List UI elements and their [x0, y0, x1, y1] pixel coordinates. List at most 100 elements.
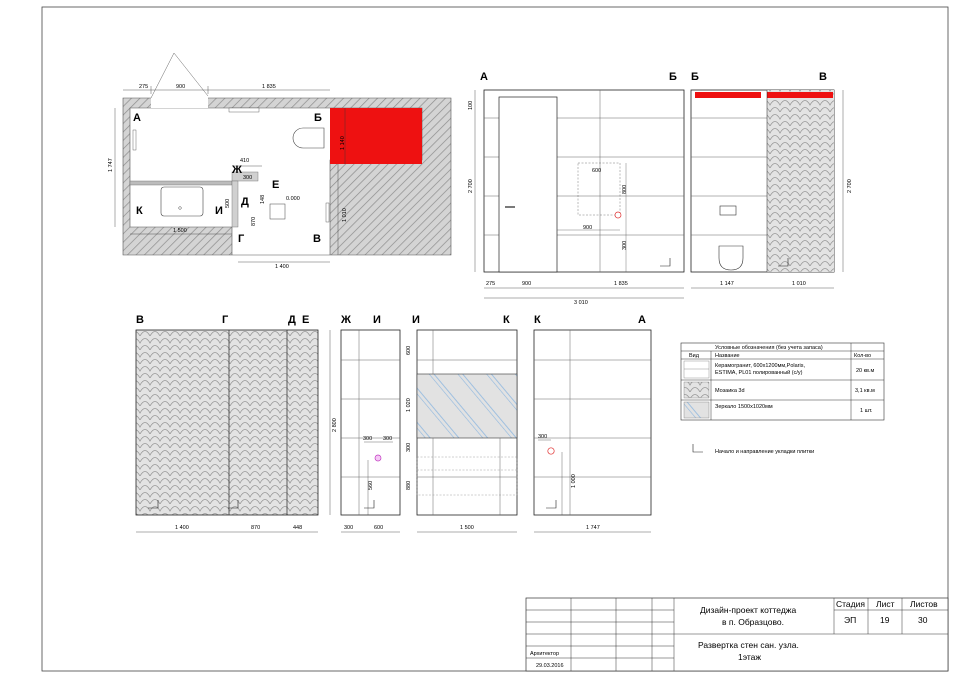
dim-ik-600: 600: [406, 346, 412, 355]
dim-ka-1747: 1 747: [586, 525, 600, 531]
elev-vge-label-e: Е: [302, 314, 309, 326]
dim-870: 870: [251, 217, 257, 226]
dim-i600: 600: [592, 168, 601, 174]
elevation-b-v: Б В 2 700 1 147 1 010: [690, 71, 853, 289]
dim-1010: 1 010: [342, 208, 348, 222]
legend-row3-name: Зеркало 1500х1020мм: [715, 404, 773, 410]
elev-ab-label-right: Б: [669, 71, 677, 83]
mirror: [416, 373, 518, 439]
project-title-line1: Дизайн-проект коттеджа: [700, 605, 796, 615]
dim-ik-300: 300: [406, 443, 412, 452]
role-architect: Архитектор: [530, 651, 559, 657]
sheet-label: Лист: [876, 599, 895, 609]
dim-500: 500: [225, 199, 231, 208]
plan-point-k: К: [136, 205, 143, 217]
dim-h100: 100: [468, 101, 474, 110]
legend-title: Условные обозначения (без учета запаса): [715, 345, 823, 351]
sheet-frame: [41, 6, 949, 672]
dim-410: 410: [240, 158, 249, 164]
tiling-direction-icon: [692, 444, 703, 453]
legend-row1-name1: Керамогранит, 600х1200мм,Polaris,: [715, 363, 805, 369]
dim-zhi-i300a: 300: [363, 436, 372, 442]
dim-1140: 1 140: [340, 136, 346, 150]
elevation-i-k: И К 600 1 020 300 880 1 500: [406, 314, 518, 533]
legend-row1-name2: ESTIMA, PL01 полированный (с/у): [715, 369, 803, 376]
elev-vge-label-g: Г: [222, 314, 229, 326]
dim-zhi-2800: 2 800: [332, 418, 338, 432]
toilet: [292, 127, 325, 149]
dim-i800: 800: [622, 185, 628, 194]
legend: Условные обозначения (без учета запаса) …: [680, 342, 885, 455]
project-title-line2: в п. Образцово.: [722, 617, 784, 627]
dim-ka-300: 300: [538, 434, 547, 440]
dim-148: 148: [260, 195, 266, 204]
dim-h2700: 2 700: [468, 179, 474, 193]
plan-point-v: В: [313, 233, 321, 245]
plan-point-d: Д: [241, 196, 249, 208]
elev-ik-label-k: К: [503, 314, 510, 326]
plan-point-b: Б: [314, 112, 322, 124]
elev-ka-label-k: К: [534, 314, 541, 326]
sheets-label: Листов: [910, 599, 938, 609]
dim-ka-1000: 1 000: [571, 474, 577, 488]
plan-point-i: И: [215, 205, 223, 217]
dim-900: 900: [176, 84, 185, 90]
plan-point-a: А: [133, 112, 141, 124]
elevation-v-g-e: В Г Д Е 1 400 870 448: [135, 314, 319, 533]
dim-w3010: 3 010: [574, 300, 588, 306]
sheets-value: 30: [918, 615, 928, 625]
title-block: Дизайн-проект коттеджа в п. Образцово. Р…: [525, 597, 949, 672]
elev-ka-label-a: А: [638, 314, 646, 326]
legend-row3-qty: 1 шт.: [860, 408, 873, 414]
dim-ik-1500: 1 500: [460, 525, 474, 531]
dim-zhi-i560: 560: [368, 481, 374, 490]
dim-zhi-600: 600: [374, 525, 383, 531]
plan-red-zone: [330, 108, 422, 164]
sink: [269, 203, 286, 220]
sheet-title-line2: 1этаж: [738, 652, 761, 662]
stage-value: ЭП: [844, 615, 856, 625]
elev-bv-label-left: Б: [691, 71, 699, 83]
elev-zhi-label-i: И: [373, 314, 381, 326]
dim-1500: 1 500: [173, 228, 187, 234]
plan-point-e: Е: [272, 179, 279, 191]
elev-bv-red-right: [767, 92, 833, 98]
dim-1747: 1 747: [108, 158, 114, 172]
dim-275: 275: [139, 84, 148, 90]
dim-i900: 900: [583, 225, 592, 231]
dim-bv-h2700: 2 700: [847, 179, 853, 193]
door: [498, 96, 558, 273]
legend-header-view: Вид: [689, 353, 700, 359]
sheet-value: 19: [880, 615, 890, 625]
dim-vge-870: 870: [251, 525, 260, 531]
wall-hung-toilet: [718, 245, 744, 271]
elev-zhi-label-zh: Ж: [340, 314, 351, 326]
dim-w275: 275: [486, 281, 495, 287]
date: 29.03.2016: [536, 663, 564, 669]
dim-ik-1020: 1 020: [406, 398, 412, 412]
legend-row2-name: Мозаика 3d: [715, 388, 745, 394]
sheet-title-line1: Развертка стен сан. узла.: [698, 640, 799, 650]
dim-1400: 1 400: [275, 264, 289, 270]
dim-zhi-i300b: 300: [383, 436, 392, 442]
dim-w1010: 1 010: [792, 281, 806, 287]
elev-vge-label-d: Д: [288, 314, 296, 326]
dim-vge-448: 448: [293, 525, 302, 531]
elevation-k-a: К А 300 1 000 1 747: [533, 314, 652, 533]
legend-header-qty: Кол-во: [854, 353, 871, 359]
elev-bv-red-left: [695, 92, 761, 98]
elevation-zh-i: Ж И 2 800 300 600 300 300 560: [329, 314, 401, 533]
dim-1835: 1 835: [262, 84, 276, 90]
elev-ik-label-i: И: [412, 314, 420, 326]
dim-w900: 900: [522, 281, 531, 287]
dim-zhi-300: 300: [344, 525, 353, 531]
level-mark: 0.000: [286, 196, 300, 202]
dim-i300: 300: [622, 241, 628, 250]
elev-ab-label-left: А: [480, 71, 488, 83]
elev-vge-label-v: В: [136, 314, 144, 326]
elev-bv-label-right: В: [819, 71, 827, 83]
floor-plan: 275 900 1 835 1 747 1 500 1 400 410 300 …: [108, 52, 452, 270]
bathtub: [160, 186, 204, 217]
stage-label: Стадия: [836, 599, 865, 609]
